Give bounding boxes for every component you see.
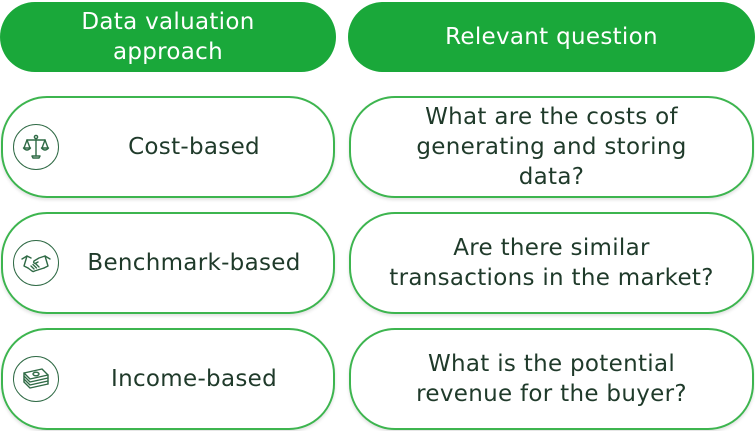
approach-label-benchmark: Benchmark-based [87,250,301,276]
approach-row-income: Income-based [1,328,335,430]
question-row-benchmark: Are there similar transactions in the ma… [349,212,754,314]
scales-icon [13,124,59,170]
approach-label-cost: Cost-based [128,134,260,160]
approach-label-income: Income-based [111,366,277,392]
approach-row-benchmark: Benchmark-based [1,212,335,314]
approach-row-cost: Cost-based [1,96,335,198]
handshake-icon [13,240,59,286]
header-question: Relevant question [348,2,755,72]
header-approach: Data valuation approach [0,2,336,72]
question-row-income: What is the potential revenue for the bu… [349,328,754,430]
question-row-cost: What are the costs of generating and sto… [349,96,754,198]
money-stack-icon [13,356,59,402]
